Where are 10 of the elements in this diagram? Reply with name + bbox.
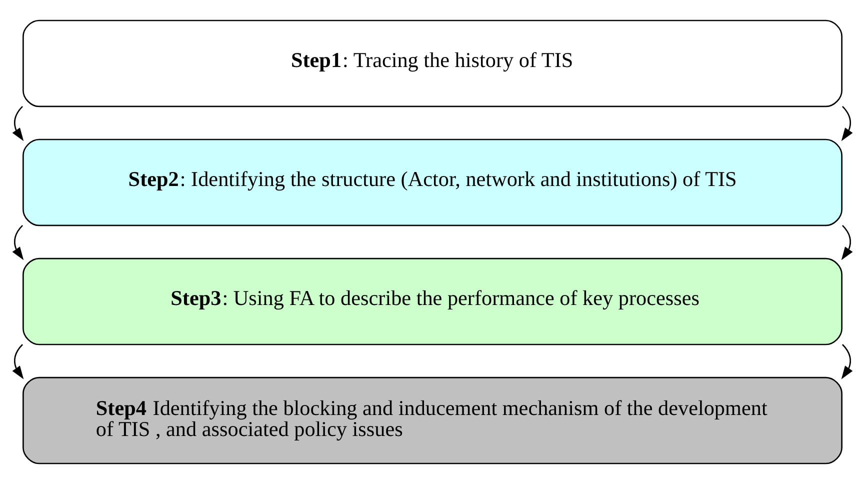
arrow [840, 344, 852, 379]
node-box: Step4 Identifying the blocking and inducement mechanism of the development of TIS , and associated policy issues [22, 376, 842, 464]
node-box: Step2: Identifying the structure (Actor, network and institutions) of TIS [22, 138, 842, 226]
arrow [840, 224, 852, 260]
arrow [12, 344, 24, 379]
node-box: Step1: Tracing the history of TIS [22, 19, 842, 107]
node-box: Step3: Using FA to describe the performance of key processes [22, 257, 842, 345]
arrow [12, 105, 24, 141]
arrow [840, 105, 852, 141]
arrow [12, 224, 24, 260]
